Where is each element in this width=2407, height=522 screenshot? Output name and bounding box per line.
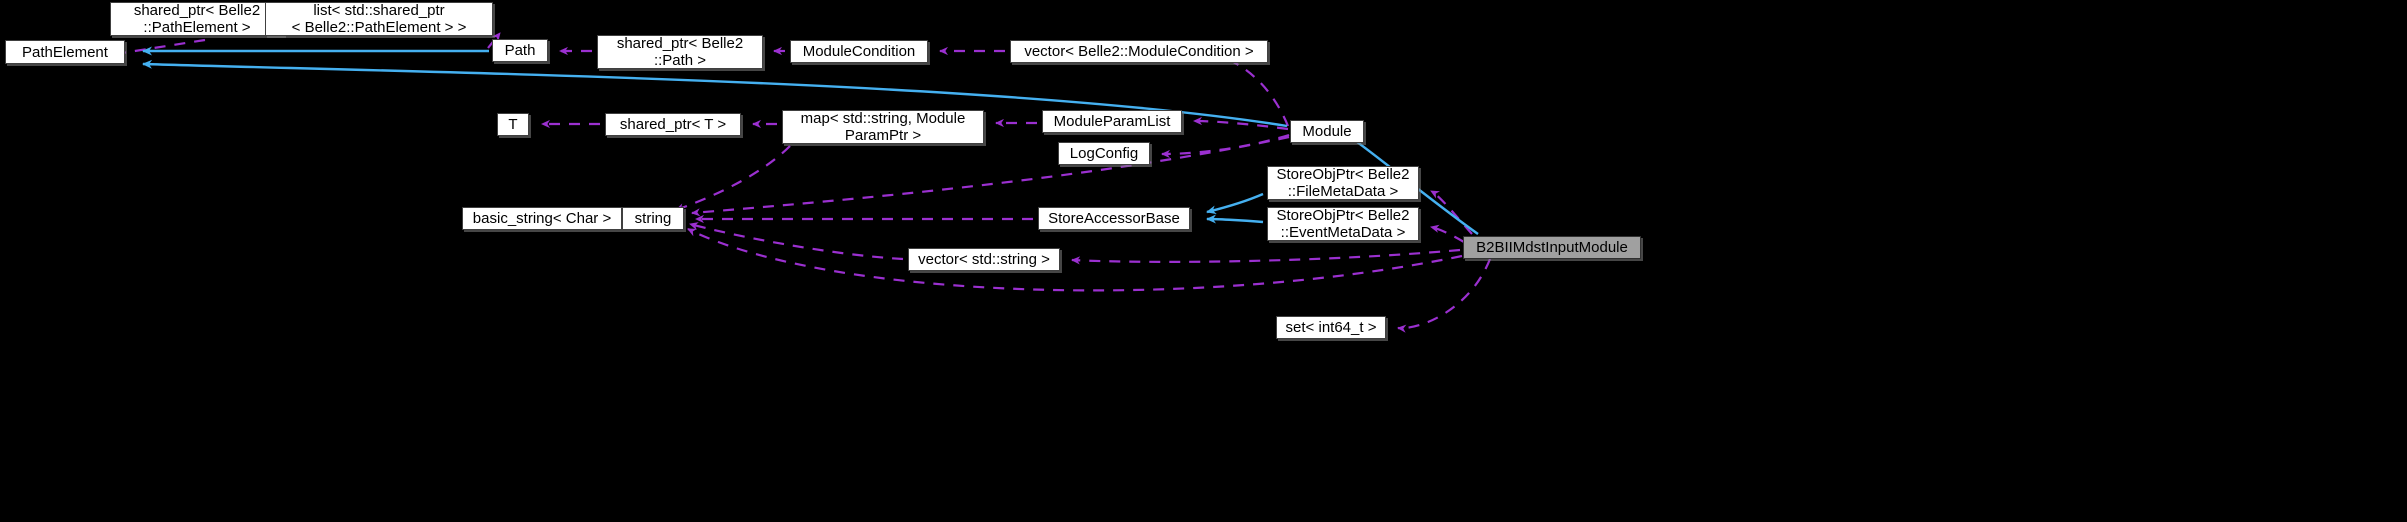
node-vector-modulecondition-label: vector< Belle2::ModuleCondition > [1024, 43, 1254, 60]
node-basic-string-char[interactable]: basic_string< Char > [462, 207, 622, 230]
edge-vector_string-to-string [689, 222, 904, 261]
node-shared-ptr-path-label: shared_ptr< Belle2 ::Path > [616, 35, 744, 69]
node-t[interactable]: T [497, 113, 529, 136]
node-logconfig[interactable]: LogConfig [1058, 142, 1150, 165]
edge-b2bii-to-string [687, 228, 1463, 292]
node-list-shared-ptr-pathelement[interactable]: list< std::shared_ptr < Belle2::PathElem… [265, 2, 493, 36]
node-pathelement-label: PathElement [22, 43, 108, 61]
node-vector-string[interactable]: vector< std::string > [908, 248, 1060, 271]
edge-b2bii-to-vector_string [1071, 248, 1461, 265]
node-b2biimdstinputmodule[interactable]: B2BIIMdstInputModule [1463, 236, 1641, 259]
node-storeobjptr-eventmetadata-label: StoreObjPtr< Belle2 ::EventMetaData > [1276, 207, 1410, 241]
node-modulecondition-label: ModuleCondition [802, 43, 916, 60]
node-t-label: T [508, 116, 518, 133]
node-modulecondition[interactable]: ModuleCondition [790, 40, 928, 63]
node-moduleparamlist-label: ModuleParamList [1053, 113, 1171, 130]
node-moduleparamlist[interactable]: ModuleParamList [1042, 110, 1182, 133]
node-storeaccessorbase[interactable]: StoreAccessorBase [1038, 207, 1190, 230]
node-string-label: string [634, 210, 672, 227]
node-map-string-moduleparamptr-label: map< std::string, Module ParamPtr > [800, 110, 966, 144]
node-shared-ptr-pathelement-label: shared_ptr< Belle2 ::PathElement > [133, 2, 261, 36]
edge-storeobj_filemeta-inherits-sab [1206, 192, 1264, 215]
edge-module-to-logconfig [1161, 133, 1290, 159]
node-vector-string-label: vector< std::string > [918, 251, 1050, 268]
node-list-shared-ptr-pathelement-label: list< std::shared_ptr < Belle2::PathElem… [291, 2, 467, 36]
node-storeobjptr-filemetadata-label: StoreObjPtr< Belle2 ::FileMetaData > [1276, 166, 1410, 200]
edge-module-to-string [691, 135, 1290, 217]
node-module[interactable]: Module [1290, 120, 1364, 143]
node-set-int64[interactable]: set< int64_t > [1276, 316, 1386, 339]
node-shared-ptr-t[interactable]: shared_ptr< T > [605, 113, 741, 136]
edge-module-to-moduleparamlist [1193, 116, 1289, 131]
node-string[interactable]: string [622, 207, 684, 230]
node-shared-ptr-path[interactable]: shared_ptr< Belle2 ::Path > [597, 35, 763, 69]
node-map-string-moduleparamptr[interactable]: map< std::string, Module ParamPtr > [782, 110, 984, 144]
node-module-label: Module [1302, 123, 1352, 140]
node-basic-string-char-label: basic_string< Char > [472, 210, 612, 227]
edge-b2bii-to-storeobj_filemeta [1430, 190, 1473, 235]
node-path[interactable]: Path [492, 39, 548, 62]
edge-module-inherits-pathelement [142, 59, 1288, 128]
node-vector-modulecondition[interactable]: vector< Belle2::ModuleCondition > [1010, 40, 1268, 63]
node-storeobjptr-filemetadata[interactable]: StoreObjPtr< Belle2 ::FileMetaData > [1267, 166, 1419, 200]
node-shared-ptr-t-label: shared_ptr< T > [619, 116, 727, 133]
edge-map-to-string [675, 145, 791, 212]
edge-b2bii-to-set_int64 [1397, 258, 1492, 333]
node-pathelement[interactable]: PathElement [5, 40, 125, 64]
node-storeaccessorbase-label: StoreAccessorBase [1048, 210, 1180, 227]
node-path-label: Path [504, 42, 536, 59]
usage-edges [89, 13, 1492, 333]
node-logconfig-label: LogConfig [1069, 145, 1139, 162]
edge-storeobj_eventmeta-inherits-sab [1206, 214, 1264, 224]
edge-b2bii-to-storeobj_eventmeta [1430, 224, 1465, 243]
node-shared-ptr-pathelement[interactable]: shared_ptr< Belle2 ::PathElement > [110, 2, 284, 36]
node-set-int64-label: set< int64_t > [1285, 319, 1377, 336]
node-storeobjptr-eventmetadata[interactable]: StoreObjPtr< Belle2 ::EventMetaData > [1267, 207, 1419, 241]
node-b2biimdstinputmodule-label: B2BIIMdstInputModule [1476, 239, 1628, 256]
